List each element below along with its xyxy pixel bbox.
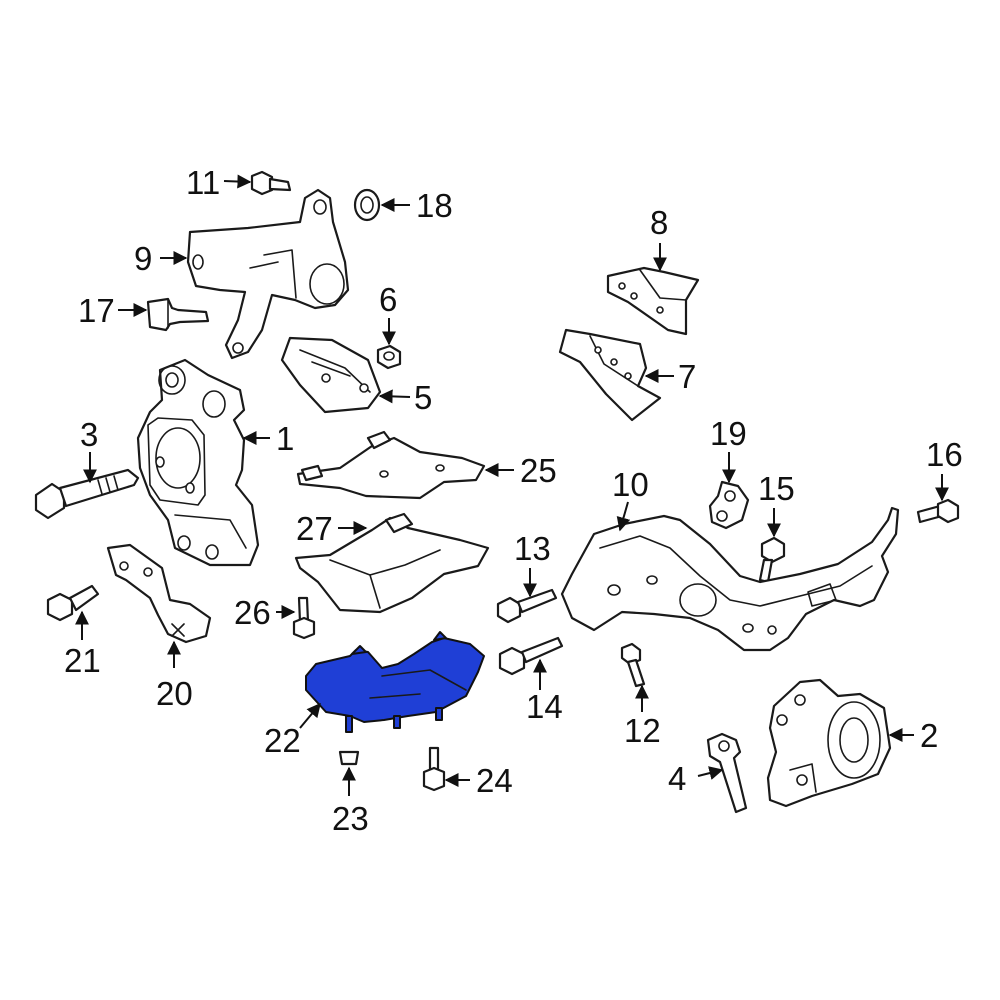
part-16-bolt[interactable] bbox=[916, 498, 960, 524]
part-6-nut[interactable] bbox=[376, 344, 402, 370]
callout-26: 26 bbox=[234, 594, 271, 631]
part-18-nut[interactable] bbox=[353, 188, 381, 222]
part-21-bolt[interactable] bbox=[46, 584, 100, 622]
part-4-strap[interactable] bbox=[706, 732, 748, 814]
part-22-stud-right bbox=[433, 631, 447, 641]
part-25-plate[interactable] bbox=[296, 430, 486, 500]
part-15-bolt[interactable] bbox=[758, 536, 786, 584]
part-7-bracket[interactable] bbox=[558, 328, 662, 422]
callout-13: 13 bbox=[514, 530, 551, 567]
part-22-foot-2 bbox=[393, 715, 401, 729]
callout-16: 16 bbox=[926, 436, 963, 473]
part-17-bolt[interactable] bbox=[146, 297, 210, 332]
callout-19: 19 bbox=[710, 415, 747, 452]
callout-1: 1 bbox=[276, 420, 294, 457]
part-26-bolt[interactable] bbox=[292, 596, 316, 640]
callout-22: 22 bbox=[264, 722, 301, 759]
part-14-bolt[interactable] bbox=[498, 636, 564, 676]
callout-7: 7 bbox=[678, 358, 696, 395]
part-9-mount-bracket[interactable] bbox=[186, 188, 350, 360]
part-22-body bbox=[305, 637, 485, 723]
callout-10: 10 bbox=[612, 466, 649, 503]
part-8-bracket[interactable] bbox=[606, 266, 700, 336]
callout-21: 21 bbox=[64, 642, 101, 679]
part-10-crossmember[interactable] bbox=[560, 506, 900, 652]
part-20-bracket[interactable] bbox=[106, 543, 212, 644]
part-5-shield[interactable] bbox=[280, 336, 382, 414]
part-22-transmission-mount[interactable] bbox=[305, 631, 485, 733]
callout-2: 2 bbox=[920, 717, 938, 754]
part-24-bolt[interactable] bbox=[422, 746, 446, 792]
part-1-engine-mount[interactable] bbox=[136, 358, 260, 567]
callout-6: 6 bbox=[379, 281, 397, 318]
part-12-bolt[interactable] bbox=[620, 642, 646, 688]
leader-arrows bbox=[75, 174, 949, 796]
part-22-foot-3 bbox=[435, 707, 443, 721]
callout-15: 15 bbox=[758, 470, 795, 507]
callout-5: 5 bbox=[414, 379, 432, 416]
part-22-stud-left bbox=[351, 645, 367, 655]
callout-25: 25 bbox=[520, 452, 557, 489]
callout-20: 20 bbox=[156, 675, 193, 712]
callout-11: 11 bbox=[186, 164, 220, 201]
part-22-foot-1 bbox=[345, 715, 353, 733]
callout-3: 3 bbox=[80, 416, 98, 453]
callout-24: 24 bbox=[476, 762, 513, 799]
part-3-bolt[interactable] bbox=[34, 468, 140, 520]
callout-labels: 11 18 9 17 6 5 1 3 20 21 25 27 26 22 23 … bbox=[64, 164, 963, 837]
callout-4: 4 bbox=[668, 760, 686, 797]
callout-14: 14 bbox=[526, 688, 563, 725]
callout-8: 8 bbox=[650, 204, 668, 241]
callout-9: 9 bbox=[134, 240, 152, 277]
callout-18: 18 bbox=[416, 187, 453, 224]
part-2-mount[interactable] bbox=[766, 678, 892, 808]
part-19-link[interactable] bbox=[708, 480, 750, 530]
part-27-tray[interactable] bbox=[294, 512, 490, 614]
callout-27: 27 bbox=[296, 510, 333, 547]
callout-12: 12 bbox=[624, 712, 661, 749]
callout-23: 23 bbox=[332, 800, 369, 837]
part-23-nut[interactable] bbox=[338, 750, 360, 766]
part-11-bolt[interactable] bbox=[250, 170, 292, 196]
callout-17: 17 bbox=[78, 292, 115, 329]
part-13-bolt[interactable] bbox=[496, 588, 558, 624]
